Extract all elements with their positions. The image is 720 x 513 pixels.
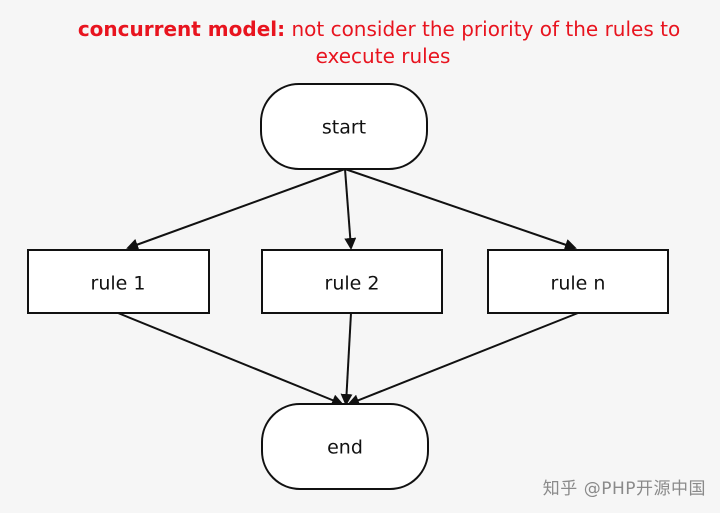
node-start: start: [260, 83, 428, 170]
diagram-caption-line-2: execute rules: [315, 44, 451, 68]
caption-rest-text: not consider the priority of the rules t…: [285, 17, 681, 41]
edge-rule1-to-end: [117, 312, 344, 406]
edge-start-to-rule2: [344, 168, 357, 250]
node-start-label: start: [322, 117, 366, 139]
edge-rulen-to-end: [347, 312, 579, 406]
node-rule-n: rule n: [487, 249, 669, 314]
node-start-shape: [260, 83, 428, 170]
node-rule-1-label: rule 1: [91, 273, 146, 295]
node-end-label: end: [327, 437, 363, 459]
edge-start-to-rule1: [126, 168, 346, 251]
node-rule-2-label: rule 2: [325, 273, 380, 295]
watermark-text: 知乎 @PHP开源中国: [542, 479, 706, 499]
diagram-caption-line-1: concurrent model: not consider the prior…: [0, 16, 720, 42]
node-rule-1-shape: [27, 249, 210, 314]
edge-rule2-to-end: [340, 312, 353, 406]
node-end-shape: [261, 403, 429, 490]
node-rule-2-shape: [261, 249, 443, 314]
caption-bold-label: concurrent model:: [77, 17, 286, 41]
node-rule-2: rule 2: [261, 249, 443, 314]
node-end: end: [261, 403, 429, 490]
node-rule-n-shape: [487, 249, 669, 314]
edge-start-to-rulen: [344, 168, 577, 251]
node-rule-n-label: rule n: [551, 273, 606, 295]
node-rule-1: rule 1: [27, 249, 210, 314]
